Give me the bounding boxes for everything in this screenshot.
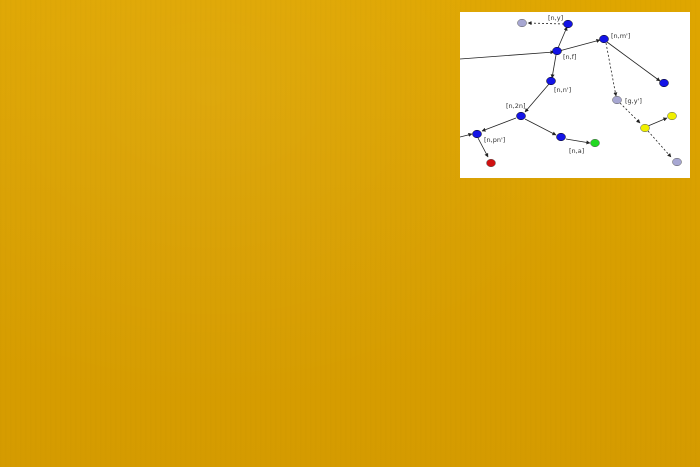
label-n-a: [n,a] — [569, 147, 584, 155]
node-nm — [599, 34, 609, 44]
node-right — [659, 78, 669, 88]
label-n-2n: [n,2n] — [506, 102, 526, 110]
edge-na-to-green — [565, 138, 591, 145]
label-n-m: [n,m'] — [611, 32, 630, 40]
edge-nn-to-n2n — [524, 83, 550, 113]
node-yellow — [640, 123, 650, 133]
edge-nf-to-ny-top — [557, 26, 568, 49]
edge-nf-to-nm — [558, 39, 601, 52]
node-yellow2 — [667, 111, 677, 121]
edge-yellow-to-inactive — [647, 130, 672, 158]
node-ny-inactive — [517, 18, 527, 28]
label-n-f: [n,f] — [563, 53, 577, 61]
node-ny — [563, 19, 573, 29]
edge-n2n-to-na — [524, 118, 557, 136]
label-n-pn: [n,pn'] — [484, 136, 505, 144]
reaction-network-diagram: [n,y] [n,f] [n,m'] [n,n'] [n,2n] [g,y'] … — [460, 14, 682, 168]
edge-nm-to-right — [606, 41, 661, 82]
node-n2n — [516, 111, 526, 121]
diagram-panel: [n,y] [n,f] [n,m'] [n,n'] [n,2n] [g,y'] … — [460, 12, 690, 178]
edge-gy-to-yellow — [619, 102, 641, 124]
node-na — [556, 132, 566, 142]
node-nn — [546, 76, 556, 86]
edge-ny-to-ny-inactive — [527, 21, 565, 26]
node-nf — [552, 46, 562, 56]
edge-yellow-to-yellow2 — [647, 117, 668, 127]
edge-in-to-nf — [460, 50, 555, 60]
node-green — [590, 138, 600, 148]
label-n-y: [n,y] — [548, 14, 563, 22]
node-inactive-bottom — [672, 157, 682, 167]
node-npn — [472, 129, 482, 139]
edge-n2n-to-npn — [481, 117, 517, 132]
node-gy — [612, 95, 622, 105]
edge-npn-to-red — [477, 137, 489, 158]
node-red — [486, 158, 496, 168]
label-g-y: [g,y'] — [625, 97, 642, 105]
edge-nf-to-nn — [550, 54, 557, 79]
label-n-n: [n,n'] — [554, 86, 571, 94]
edge-in-to-npn — [460, 132, 473, 138]
edge-nm-to-gy — [605, 42, 618, 97]
